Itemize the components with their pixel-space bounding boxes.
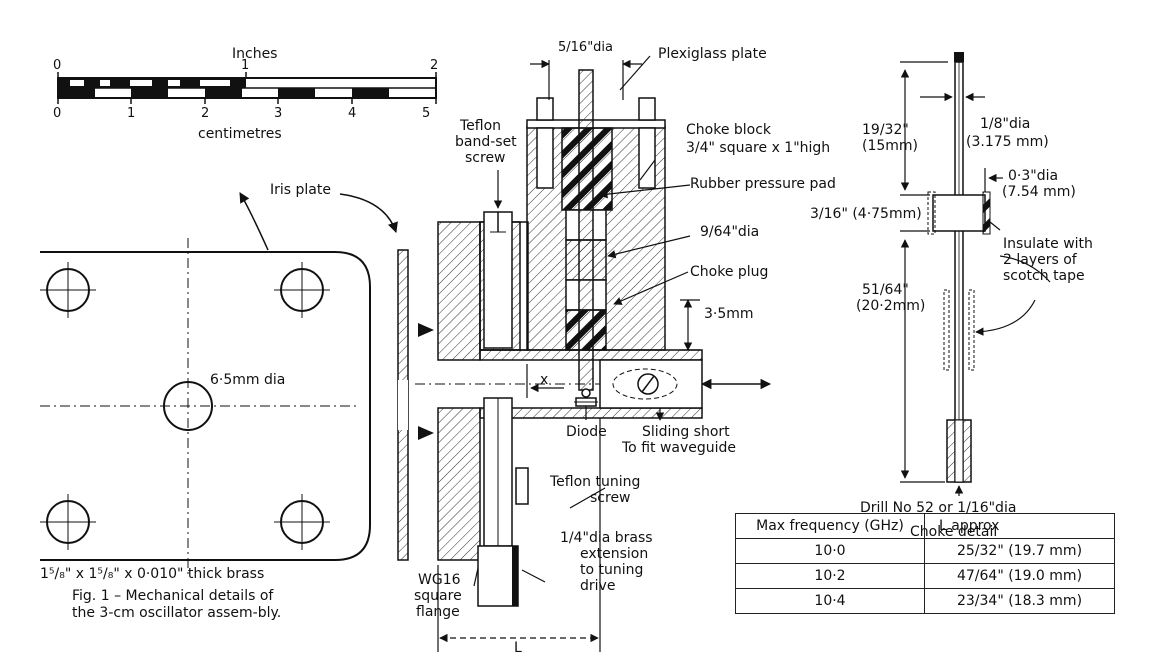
plexiglass-label: Plexiglass plate <box>658 46 767 62</box>
choke-d1: 19/32" <box>862 122 909 138</box>
flange-label-1: WG16 <box>418 572 461 588</box>
brass-ext-label-4: drive <box>580 578 616 594</box>
table-cell: 10·0 <box>735 538 925 564</box>
sliding-short <box>599 359 772 409</box>
choke-block <box>526 69 666 407</box>
scale-cm-tick-3: 3 <box>274 106 283 121</box>
leaders <box>473 55 691 587</box>
flange-label-2: square <box>414 588 462 604</box>
direction-arrow-lower <box>418 426 434 440</box>
choke-d3mm: (7.54 mm) <box>1002 184 1076 200</box>
choke-d3: 0·3"dia <box>1008 168 1059 184</box>
scale-inch-tick-2: 2 <box>430 58 439 73</box>
scale-cm-title: centimetres <box>198 126 282 142</box>
table-cell: 47/64" (19.0 mm) <box>924 563 1115 589</box>
dim-L <box>437 418 601 652</box>
table-cell: 25/32" (19.7 mm) <box>924 538 1115 564</box>
diode-label: Diode <box>566 424 607 440</box>
teflon-band-label-3: screw <box>465 150 506 166</box>
table-header: Max frequency (GHz) <box>735 513 925 539</box>
choke-d5: 51/64" <box>862 282 909 298</box>
choke-d5mm: (20·2mm) <box>856 298 926 314</box>
teflon-tuning-label-1: Teflon tuning <box>550 474 641 490</box>
table-cell: 10·4 <box>735 588 925 614</box>
choke-d2mm: (3.175 mm) <box>966 134 1049 150</box>
choke-insulate-2: 2 layers of <box>1003 252 1077 268</box>
dim-3-5mm-label: 3·5mm <box>704 306 754 322</box>
scale-inch-tick-1: 1 <box>241 58 250 73</box>
dim-3-5mm <box>680 299 700 351</box>
choke-dims <box>900 61 1051 496</box>
brass-ext-label-3: to tuning <box>580 562 644 578</box>
scale-cm-tick-5: 5 <box>422 106 431 121</box>
choke-insulate-3: scotch tape <box>1003 268 1085 284</box>
frequency-table: Max frequency (GHz) L approx 10·0 25/32"… <box>735 513 1115 614</box>
iris-leader-right <box>339 193 398 233</box>
choke-d2: 1/8"dia <box>980 116 1031 132</box>
teflon-tuning-label-2: screw <box>590 490 631 506</box>
table-cell: 23/34" (18.3 mm) <box>924 588 1115 614</box>
choke-detail <box>927 52 991 483</box>
table-cell: 10·2 <box>735 563 925 589</box>
fit-waveguide-label: To fit waveguide <box>622 440 737 456</box>
table-row: 10·2 47/64" (19.0 mm) <box>735 563 1115 589</box>
teflon-band-label-2: band-set <box>455 134 517 150</box>
iris-leader-left <box>239 192 269 251</box>
hole-dia-label: 9/64"dia <box>700 224 760 240</box>
scale-bar <box>57 72 437 104</box>
dim-x <box>526 364 564 398</box>
upper-body <box>479 211 529 351</box>
scale-inches-title: Inches <box>232 46 278 62</box>
choke-plug-label: Choke plug <box>690 264 769 280</box>
scale-cm-tick-2: 2 <box>201 106 210 121</box>
table-row: 10·0 25/32" (19.7 mm) <box>735 538 1115 564</box>
table-row: 10·4 23/34" (18.3 mm) <box>735 588 1115 614</box>
choke-d4: 3/16" (4·75mm) <box>810 206 922 222</box>
brass-ext-label-1: 1/4"dia brass <box>560 530 653 546</box>
top-dim-label: 5/16"dia <box>558 40 614 55</box>
iris-plate-front <box>40 238 371 574</box>
teflon-band-label-1: Teflon <box>460 118 502 134</box>
dim-x-label: x <box>540 372 549 388</box>
dim-L-label: L <box>514 640 522 656</box>
choke-drill: Drill No 52 or 1/16"dia <box>860 500 1017 516</box>
brass-ext-label-2: extension <box>580 546 649 562</box>
scale-inch-tick-0: 0 <box>53 58 62 73</box>
table-header-row: Max frequency (GHz) L approx <box>735 513 1115 539</box>
dim-5-16 <box>530 59 642 100</box>
rubber-pad-label: Rubber pressure pad <box>690 176 836 192</box>
choke-block-size-label: 3/4" square x 1"high <box>686 140 831 156</box>
scale-cm-tick-4: 4 <box>348 106 357 121</box>
choke-d1mm: (15mm) <box>862 138 919 154</box>
direction-arrow-upper <box>418 323 434 337</box>
sliding-short-label: Sliding short <box>642 424 730 440</box>
iris-thickness-label: 1⁵/₈" x 1⁵/₈" x 0·010" thick brass <box>40 566 265 582</box>
table-header: L approx <box>924 513 1115 539</box>
choke-insulate-1: Insulate with <box>1003 236 1093 252</box>
scale-cm-tick-0: 0 <box>53 106 62 121</box>
choke-block-label: Choke block <box>686 122 772 138</box>
wg16-flange <box>437 221 481 561</box>
scale-cm-tick-1: 1 <box>127 106 136 121</box>
iris-hole-label: 6·5mm dia <box>210 372 286 388</box>
figure-caption: Fig. 1 – Mechanical details of the 3-cm … <box>72 588 282 621</box>
tuning-screw <box>477 397 529 607</box>
flange-label-3: flange <box>416 604 460 620</box>
iris-plate-label: Iris plate <box>270 182 331 198</box>
